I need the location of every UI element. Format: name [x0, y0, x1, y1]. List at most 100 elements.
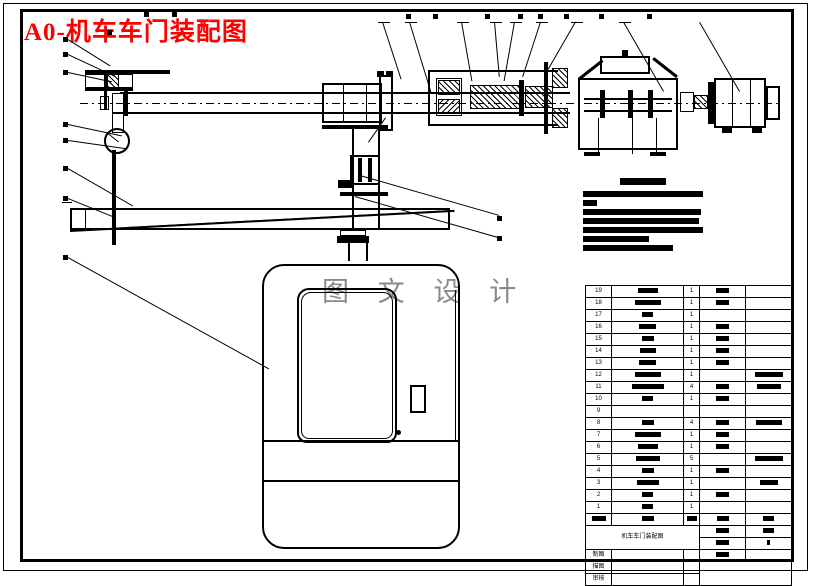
table-row[interactable]: 10 1 — [585, 393, 792, 406]
bom-qty: 1 — [683, 489, 700, 502]
notes-line — [583, 236, 649, 242]
notes-heading-bar — [620, 178, 666, 185]
balloon-marker — [107, 30, 112, 35]
title-block-value[interactable] — [611, 549, 684, 562]
table-row[interactable]: 13 1 — [585, 357, 792, 370]
bom-cell — [699, 477, 746, 490]
bom-item-no: 12 — [585, 369, 612, 382]
gearbox-foot-l — [584, 152, 600, 156]
bom-header-row — [585, 513, 792, 526]
sec-bottom-rail — [428, 124, 558, 126]
bom-cell — [699, 525, 746, 538]
bom-cell — [699, 393, 746, 406]
bom-cell — [745, 537, 792, 550]
bom-cell — [611, 501, 684, 514]
bom-qty: 1 — [683, 369, 700, 382]
balloon-marker — [63, 52, 68, 57]
lower-coupling-cap — [340, 230, 366, 236]
bom-cell — [699, 489, 746, 502]
title-block-extra — [683, 549, 700, 562]
bom-cell — [611, 405, 684, 418]
bom-qty: 1 — [683, 429, 700, 442]
table-row[interactable]: 9 — [585, 405, 792, 418]
bom-qty: 1 — [683, 393, 700, 406]
notes-line — [583, 227, 703, 233]
bom-item-no: 17 — [585, 309, 612, 322]
bom-cell — [745, 501, 792, 514]
rail-end-div — [85, 208, 86, 230]
bom-cell — [611, 381, 684, 394]
cylinder-foot — [322, 125, 388, 129]
title-block-value[interactable] — [611, 561, 684, 574]
bom-item-no: 18 — [585, 297, 612, 310]
bom-cell — [699, 309, 746, 322]
bom-cell — [745, 309, 792, 322]
leader-tick-2 — [405, 22, 417, 23]
left-bracket-base — [85, 88, 133, 91]
bom-cell — [611, 357, 684, 370]
title-block-row: 制图 — [585, 549, 792, 562]
shaft-flange — [124, 90, 128, 116]
door-panel-div-1 — [264, 440, 458, 442]
bom-cell — [699, 453, 746, 466]
bom-qty: 1 — [683, 345, 700, 358]
table-row[interactable]: 12 1 — [585, 369, 792, 382]
bom-cell — [611, 477, 684, 490]
gearbox-top — [578, 78, 678, 80]
bom-cell — [699, 405, 746, 418]
title-block-label: 制图 — [585, 549, 612, 562]
bom-cell — [699, 381, 746, 394]
leader-tick-3 — [457, 22, 469, 23]
balloon-marker — [63, 255, 68, 260]
title-block-row — [586, 537, 792, 550]
shaft-collar-b — [112, 93, 124, 113]
bom-item-no: 1 — [585, 501, 612, 514]
bom-cell — [699, 549, 746, 562]
bom-cell — [611, 321, 684, 334]
door-window-inner — [301, 292, 393, 439]
door-hanger-r — [366, 243, 368, 261]
bom-cell — [611, 309, 684, 322]
post-guide-box — [350, 155, 380, 185]
bom-item-no: 10 — [585, 393, 612, 406]
bom-cell — [745, 369, 792, 382]
post-left — [352, 129, 354, 229]
motor-body — [714, 78, 766, 128]
balloon-marker — [564, 14, 569, 19]
drawing-name-cell: 机车车门装配图 — [585, 525, 700, 550]
bom-item-no: 13 — [585, 357, 612, 370]
bom-qty: 1 — [683, 357, 700, 370]
table-row[interactable]: 18 1 — [585, 297, 792, 310]
bom-qty: 1 — [683, 297, 700, 310]
bom-cell — [699, 285, 746, 298]
bom-qty: 1 — [683, 285, 700, 298]
bom-cell — [699, 417, 746, 430]
balloon-marker — [433, 14, 438, 19]
bom-cell — [699, 357, 746, 370]
title-block-value[interactable] — [611, 573, 684, 586]
bom-qty: 1 — [683, 321, 700, 334]
post-guide-rail-r — [368, 158, 372, 182]
bom-cell — [699, 537, 746, 550]
post-bracket — [338, 180, 352, 188]
bom-cell — [745, 525, 792, 538]
door-lock-point — [396, 430, 401, 435]
bom-cell — [611, 465, 684, 478]
bom-cell — [699, 441, 746, 454]
